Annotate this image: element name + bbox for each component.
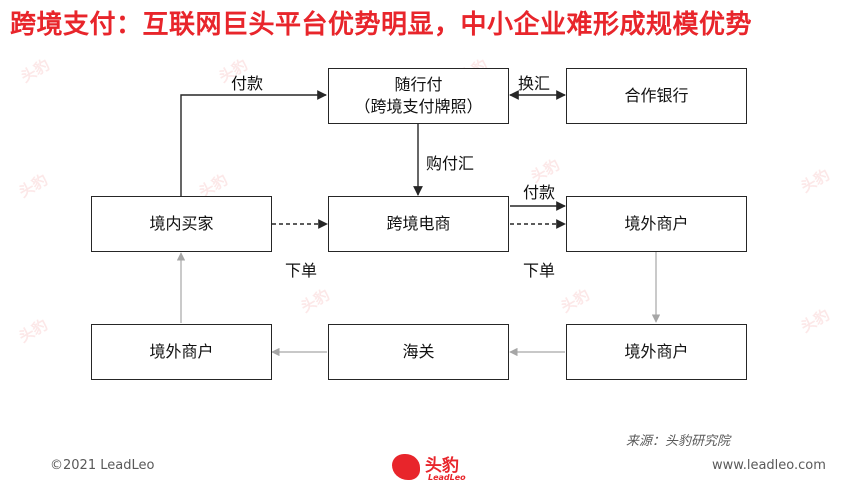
source-note: 来源：头豹研究院 — [626, 434, 731, 449]
edge-label-ecommerce-pay: 付款 — [523, 183, 556, 202]
leadleo-logo: 头豹 LeadLeo — [392, 451, 482, 485]
node-partner-bank: 合作银行 — [566, 68, 747, 124]
page-title: 跨境支付：互联网巨头平台优势明显，中小企业难形成规模优势 — [10, 10, 753, 40]
node-domestic-buyer: 境内买家 — [91, 196, 272, 252]
node-overseas-merchant-right: 境外商户 — [566, 324, 747, 380]
node-overseas-merchant-top: 境外商户 — [566, 196, 747, 252]
node-overseas-merchant-left-label: 境外商户 — [149, 342, 214, 362]
leopard-logo-icon — [392, 454, 420, 480]
node-suixingfu-license: （跨境支付牌照） — [354, 97, 483, 116]
logo-text-en: LeadLeo — [428, 473, 466, 482]
footer-website[interactable]: www.leadleo.com — [712, 458, 826, 473]
node-overseas-merchant-right-label: 境外商户 — [624, 342, 689, 362]
node-overseas-merchant-top-label: 境外商户 — [624, 214, 689, 234]
node-customs: 海关 — [328, 324, 509, 380]
footer-copyright: ©2021 LeadLeo — [50, 458, 155, 473]
node-suixingfu-name: 随行付 — [394, 75, 443, 95]
node-partner-bank-label: 合作银行 — [624, 86, 689, 106]
node-suixingfu: 随行付 （跨境支付牌照） — [328, 68, 509, 124]
edge-label-purchase-fx: 购付汇 — [426, 154, 475, 173]
logo-text-cn: 头豹 — [425, 456, 459, 476]
node-cross-border-ecommerce: 跨境电商 — [328, 196, 509, 252]
edge-buyer-pay-to-suixingfu — [180, 90, 327, 196]
edge-label-exchange: 换汇 — [518, 74, 551, 93]
node-overseas-merchant-left: 境外商户 — [91, 324, 272, 380]
node-domestic-buyer-label: 境内买家 — [149, 214, 214, 234]
edge-label-buyer-order: 下单 — [285, 261, 318, 280]
node-customs-label: 海关 — [402, 342, 435, 362]
node-cross-border-ecommerce-label: 跨境电商 — [386, 214, 451, 234]
edge-label-buyer-pay: 付款 — [231, 74, 264, 93]
edge-label-ecommerce-order: 下单 — [523, 261, 556, 280]
